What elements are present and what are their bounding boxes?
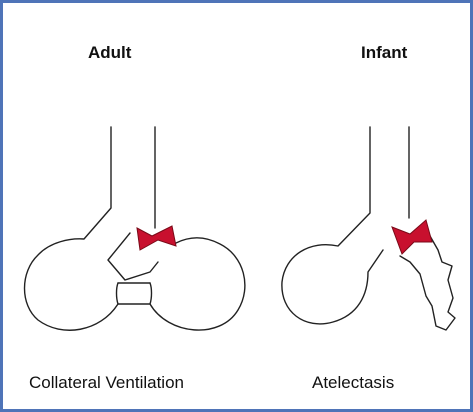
infant-caption: Atelectasis (312, 373, 394, 393)
adult-obstruction-icon (137, 226, 176, 250)
infant-left-airway-lung (282, 127, 383, 324)
infant-title: Infant (361, 43, 407, 63)
adult-left-airway-lung (25, 127, 245, 330)
adult-title: Adult (88, 43, 131, 63)
infant-atelectatic-segment (400, 236, 455, 330)
adult-caption: Collateral Ventilation (29, 373, 184, 393)
infant-obstruction-icon (392, 220, 432, 254)
